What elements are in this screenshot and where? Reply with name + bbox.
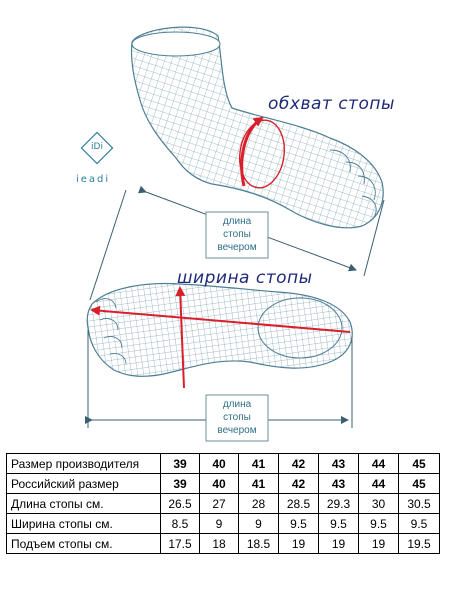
table-cell: 44 bbox=[358, 473, 399, 494]
top-length-guide-left bbox=[89, 189, 127, 301]
bottom-length-line-3: вечером bbox=[217, 425, 257, 436]
table-cell: 9 bbox=[199, 513, 239, 534]
table-cell: 30 bbox=[358, 493, 399, 514]
table-cell: 9.5 bbox=[278, 513, 319, 534]
row-label: Длина стопы см. bbox=[6, 493, 161, 514]
sole-foot-toe-contours bbox=[95, 298, 127, 365]
sole-width-red-arrow bbox=[175, 286, 186, 389]
table-cell: 41 bbox=[238, 473, 279, 494]
table-cell: 28.5 bbox=[278, 493, 319, 514]
side-foot-ankle-opening bbox=[131, 31, 221, 57]
table-cell: 43 bbox=[318, 473, 359, 494]
table-cell: 28 bbox=[238, 493, 279, 514]
table-cell: 19 bbox=[358, 533, 399, 554]
side-foot-toe-contours bbox=[329, 149, 377, 221]
sole-view-foot bbox=[86, 282, 353, 389]
table-cell: 19 bbox=[318, 533, 359, 554]
table-cell: 17.5 bbox=[160, 533, 200, 554]
sole-foot-heel-pad bbox=[257, 297, 343, 359]
table-cell: 42 bbox=[278, 473, 319, 494]
table-cell: 29.3 bbox=[318, 493, 359, 514]
row-label: Размер производителя bbox=[6, 453, 161, 474]
top-length-box-text: длина стопы вечером bbox=[206, 215, 268, 254]
row-label: Подъем стопы см. bbox=[6, 533, 161, 554]
side-view-foot bbox=[130, 26, 384, 229]
table-cell: 39 bbox=[160, 473, 200, 494]
logo-wordmark: ieadi bbox=[76, 174, 111, 185]
table-cell: 45 bbox=[398, 473, 440, 494]
table-cell: 9 bbox=[238, 513, 279, 534]
girth-arrow bbox=[240, 116, 264, 187]
width-label: ширина стопы bbox=[177, 268, 313, 288]
table-cell: 40 bbox=[199, 453, 239, 474]
side-foot-mesh bbox=[130, 26, 384, 229]
table-cell: 9.5 bbox=[358, 513, 399, 534]
table-cell: 30.5 bbox=[398, 493, 440, 514]
table-cell: 45 bbox=[398, 453, 440, 474]
bottom-length-line-1: длина bbox=[222, 399, 252, 410]
table-cell: 19.5 bbox=[398, 533, 440, 554]
table-cell: 40 bbox=[199, 473, 239, 494]
top-length-line-2: стопы bbox=[223, 229, 251, 240]
top-length-box bbox=[205, 211, 269, 259]
table-cell: 18.5 bbox=[238, 533, 279, 554]
table-cell: 39 bbox=[160, 453, 200, 474]
sole-foot-mesh bbox=[86, 282, 353, 377]
bottom-length-box bbox=[205, 394, 269, 442]
table-cell: 26.5 bbox=[160, 493, 200, 514]
foot-measurement-diagram bbox=[80, 26, 385, 442]
logo-mark: iDi bbox=[91, 142, 103, 152]
top-length-guide-right bbox=[363, 199, 385, 277]
table-cell: 27 bbox=[199, 493, 239, 514]
row-label: Ширина стопы см. bbox=[6, 513, 161, 534]
table-cell: 41 bbox=[238, 453, 279, 474]
table-cell: 9.5 bbox=[318, 513, 359, 534]
top-length-line-1: длина bbox=[222, 216, 252, 227]
logo-diamond bbox=[80, 131, 114, 165]
table-cell: 42 bbox=[278, 453, 319, 474]
row-label: Российский размер bbox=[6, 473, 161, 494]
top-length-line-3: вечером bbox=[217, 242, 257, 253]
table-cell: 9.5 bbox=[398, 513, 440, 534]
bottom-length-line-2: стопы bbox=[223, 412, 251, 423]
table-cell: 8.5 bbox=[160, 513, 200, 534]
table-cell: 44 bbox=[358, 453, 399, 474]
girth-label: обхват стопы bbox=[268, 94, 395, 114]
bottom-length-box-text: длина стопы вечером bbox=[206, 398, 268, 437]
sole-length-red-arrow bbox=[90, 305, 351, 333]
table-cell: 18 bbox=[199, 533, 239, 554]
table-cell: 19 bbox=[278, 533, 319, 554]
table-cell: 43 bbox=[318, 453, 359, 474]
